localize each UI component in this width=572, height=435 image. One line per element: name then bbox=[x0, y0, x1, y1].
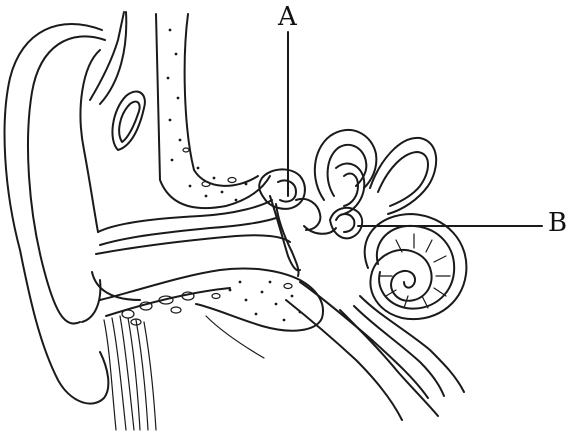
upper-helix-band bbox=[100, 12, 126, 104]
cochlea bbox=[365, 214, 467, 319]
label-b: B bbox=[548, 210, 567, 236]
ear-canal bbox=[92, 200, 290, 300]
pinna-outline bbox=[5, 24, 109, 404]
neck-tissue bbox=[104, 316, 264, 430]
tragus bbox=[82, 280, 100, 322]
ossicles bbox=[259, 169, 336, 276]
bone-dots-upper bbox=[167, 29, 248, 202]
label-a: A bbox=[278, 4, 297, 30]
temporal-bone-upper bbox=[156, 14, 270, 208]
temporal-bone-lower bbox=[100, 268, 428, 420]
auditory-nerve bbox=[340, 296, 464, 416]
semicircular-canals bbox=[315, 130, 436, 214]
cartilage-loop bbox=[112, 92, 144, 150]
antihelix bbox=[81, 50, 100, 232]
pinna-helix-inner bbox=[28, 36, 105, 323]
label-pointers bbox=[288, 32, 542, 226]
